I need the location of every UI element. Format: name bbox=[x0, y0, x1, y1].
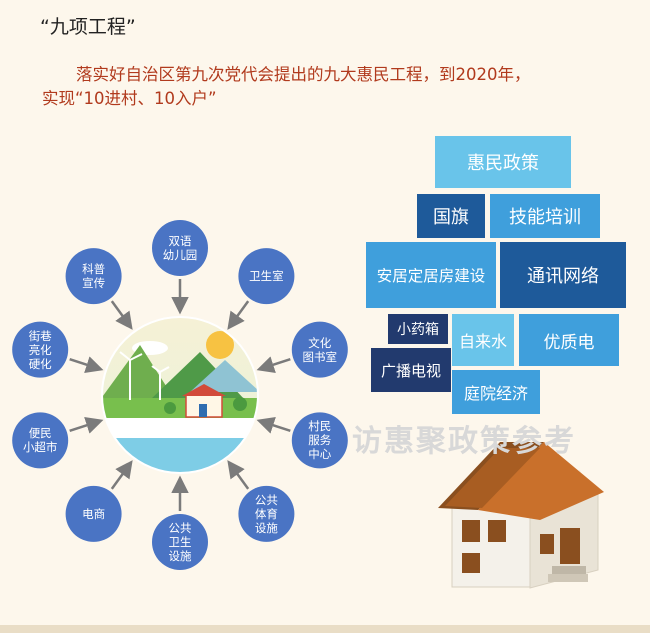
arrow-library bbox=[256, 356, 291, 374]
intro-line-1: 落实好自治区第九次党代会提出的九大惠民工程，到2020年， bbox=[76, 65, 531, 84]
arrow-clinic bbox=[227, 300, 250, 330]
node-sanitation bbox=[152, 514, 208, 570]
node-science-publicity bbox=[65, 248, 122, 305]
arrow-service-center bbox=[256, 416, 291, 434]
intro-text: 落实好自治区第九次党代会提出的九大惠民工程，到2020年， 实现“10进村、10… bbox=[42, 63, 632, 111]
tile-skills: 技能培训 bbox=[490, 194, 600, 238]
scene-border bbox=[101, 316, 259, 474]
node-label-bilingual-kindergarten: 双语幼儿园 bbox=[162, 234, 198, 262]
node-label-sanitation: 公共卫生设施 bbox=[168, 521, 192, 563]
arrow-science-publicity bbox=[110, 300, 133, 330]
node-label-service-center: 村民服务中心 bbox=[308, 419, 332, 462]
tile-network: 通讯网络 bbox=[500, 242, 626, 308]
page-title: “九项工程” bbox=[40, 16, 136, 38]
node-bilingual-kindergarten bbox=[152, 220, 208, 276]
tile-water: 自来水 bbox=[452, 314, 514, 366]
tile-flag: 国旗 bbox=[417, 194, 485, 238]
arrow-supermarket bbox=[69, 416, 104, 434]
bottom-bar bbox=[0, 625, 650, 633]
node-supermarket bbox=[12, 412, 69, 469]
arrow-ecommerce bbox=[110, 460, 133, 490]
arrow-sports-facility bbox=[227, 460, 250, 490]
node-sports-facility bbox=[238, 485, 295, 542]
tile-medicine: 小药箱 bbox=[388, 314, 448, 344]
node-label-clinic: 卫生室 bbox=[249, 269, 284, 284]
node-service-center bbox=[291, 412, 348, 469]
tile-broadcast: 广播电视 bbox=[371, 348, 451, 392]
node-label-science-publicity: 科普宣传 bbox=[82, 262, 106, 291]
village-nodes-group bbox=[12, 220, 348, 570]
node-label-street-hardening: 街巷亮化硬化 bbox=[28, 328, 52, 371]
house-illustration bbox=[438, 442, 604, 589]
intro-line-2: 实现“10进村、10入户” bbox=[42, 89, 217, 108]
node-clinic bbox=[238, 248, 295, 305]
node-label-supermarket: 便民小超市 bbox=[22, 426, 58, 455]
arrow-street-hardening bbox=[69, 356, 104, 374]
node-library bbox=[291, 321, 348, 378]
tile-electricity: 优质电 bbox=[519, 314, 619, 366]
node-label-library: 文化图书室 bbox=[302, 335, 338, 364]
node-label-ecommerce: 电商 bbox=[82, 506, 106, 521]
arrows-group bbox=[69, 279, 291, 511]
node-street-hardening bbox=[12, 321, 69, 378]
tile-housing: 安居定居房建设 bbox=[366, 242, 496, 308]
node-ecommerce bbox=[65, 485, 122, 542]
tile-policy: 惠民政策 bbox=[435, 136, 571, 188]
watermark: 访惠聚政策参考 bbox=[352, 424, 576, 459]
node-label-sports-facility: 公共体育设施 bbox=[254, 492, 278, 535]
tile-courtyard: 庭院经济 bbox=[452, 370, 540, 414]
